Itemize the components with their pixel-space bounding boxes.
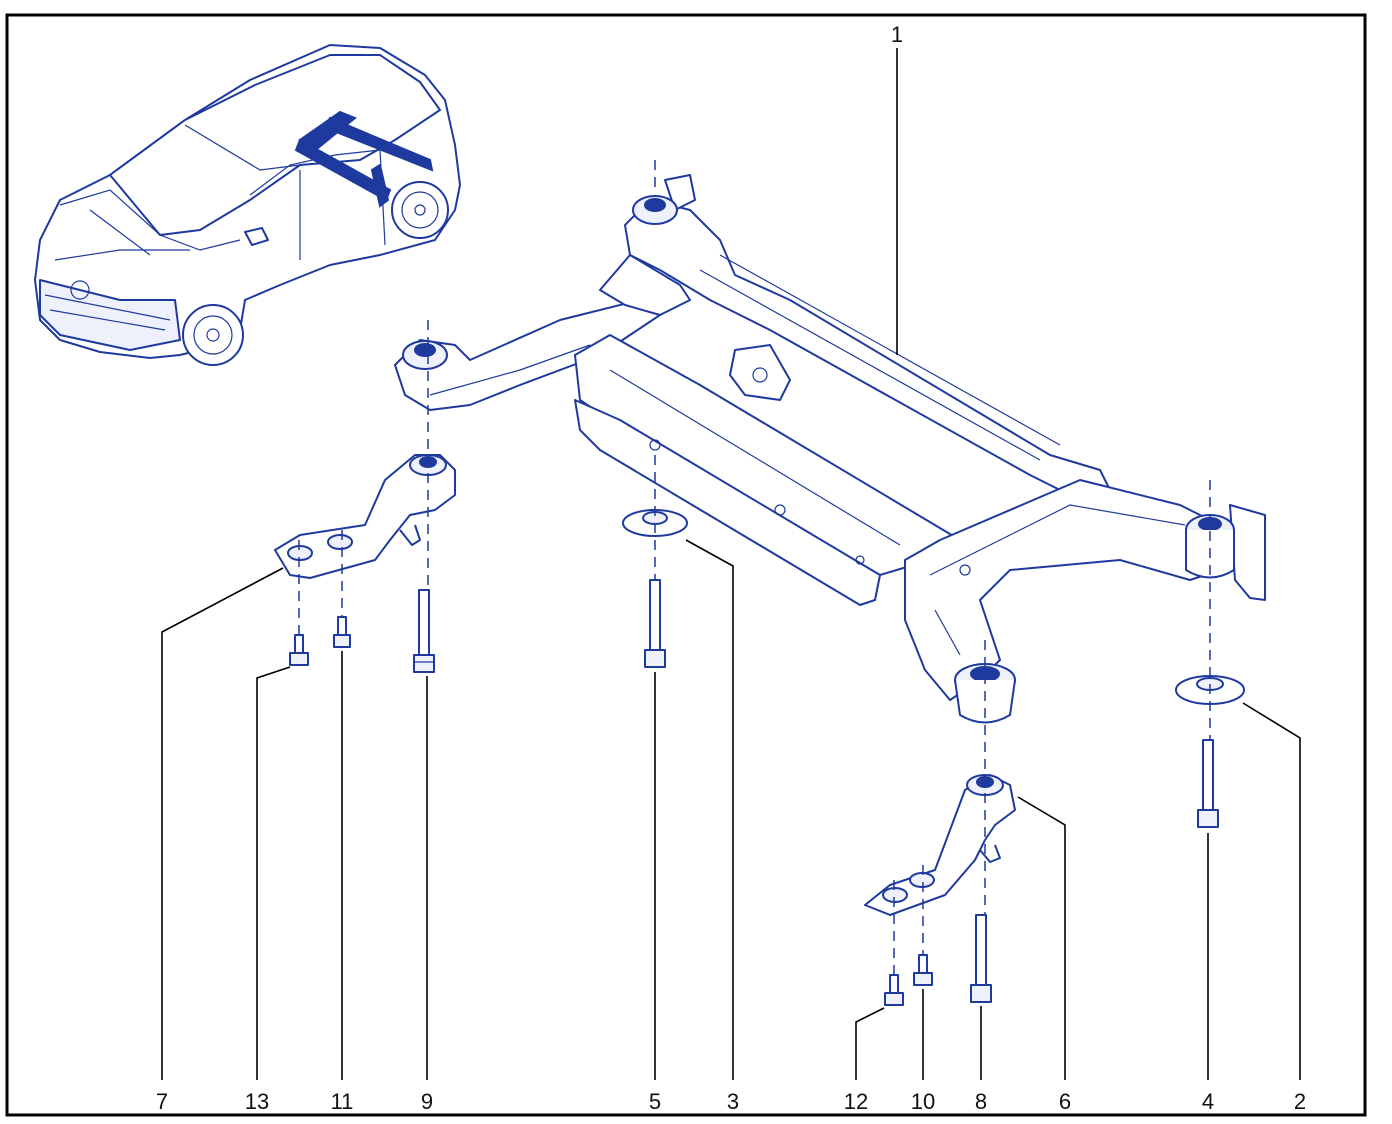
bolt-13 [289, 634, 309, 666]
bracket-left [274, 454, 456, 579]
callout-9: 9 [421, 1089, 433, 1114]
bolt-4 [1197, 739, 1219, 828]
bolt-12 [884, 974, 904, 1006]
leader-3 [685, 539, 734, 1080]
callout-6: 6 [1059, 1089, 1071, 1114]
bushing-front-left [402, 340, 448, 370]
leader-7 [161, 567, 284, 1080]
callout-11: 11 [331, 1089, 354, 1114]
callout-1: 1 [891, 22, 903, 47]
rear-subframe [394, 174, 1266, 724]
leader-lines [161, 48, 1301, 1080]
callout-8: 8 [975, 1089, 987, 1114]
diagram-frame [5, 13, 1367, 1117]
bushing-rear-left [632, 195, 678, 225]
callout-12: 12 [844, 1089, 868, 1114]
callout-7: 7 [156, 1089, 168, 1114]
leader-12 [855, 1007, 885, 1080]
vehicle-location-thumbnail [34, 44, 461, 366]
callout-labels: 1 2 3 4 5 6 7 8 9 10 11 12 13 [156, 22, 1306, 1114]
callout-5: 5 [649, 1089, 661, 1114]
callout-2: 2 [1294, 1089, 1306, 1114]
bolt-5 [644, 579, 666, 668]
assembly-axes [298, 160, 1211, 975]
callout-10: 10 [911, 1089, 935, 1114]
leader-2 [1242, 702, 1301, 1080]
bracket-right [864, 774, 1016, 916]
bolt-9 [413, 589, 435, 673]
leader-13 [256, 666, 291, 1080]
callout-13: 13 [245, 1089, 269, 1114]
bolt-10 [913, 954, 933, 986]
bolt-8 [970, 914, 992, 1003]
callout-4: 4 [1202, 1089, 1214, 1114]
callout-3: 3 [727, 1089, 739, 1114]
leader-6 [1017, 796, 1066, 1080]
bolt-11 [333, 616, 351, 648]
